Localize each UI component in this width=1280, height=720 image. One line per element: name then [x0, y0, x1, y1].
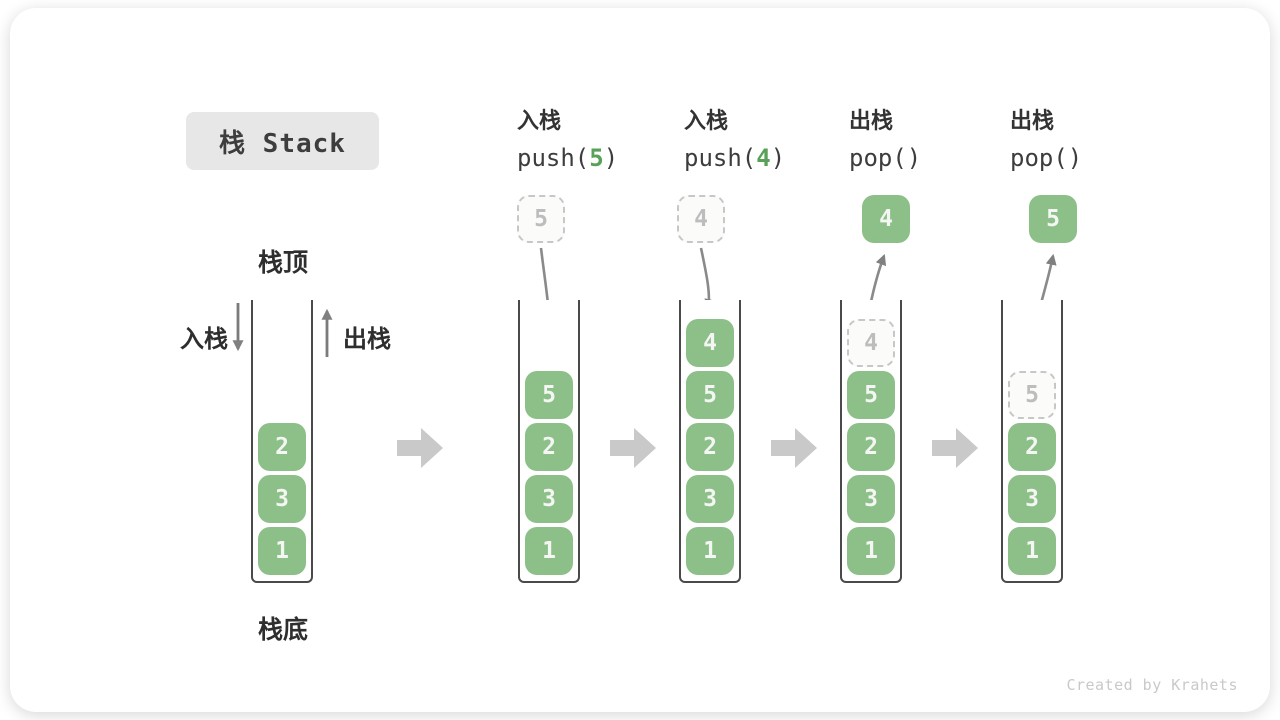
push-4-arrow-icon [699, 247, 716, 311]
op-name: 入栈 [684, 108, 729, 133]
stack-block: 1 [258, 527, 306, 575]
stack-block: 2 [1008, 423, 1056, 471]
push-side-label: 入栈 [180, 326, 228, 353]
incoming-value-box: 4 [677, 195, 725, 243]
stack-block: 3 [525, 475, 573, 523]
watermark: Created by Krahets [1066, 676, 1238, 694]
op-name: 出栈 [1010, 108, 1055, 133]
op-code: push(5) [517, 142, 618, 174]
stack-block: 1 [847, 527, 895, 575]
code-arg: 5 [589, 144, 604, 172]
stack-block: 1 [1008, 527, 1056, 575]
op-label-push-5: 入栈 push(5) [517, 106, 618, 174]
code-text: pop( [849, 144, 907, 172]
stack-block: 2 [525, 423, 573, 471]
stack-block: 3 [847, 475, 895, 523]
pop-side-label: 出栈 [343, 326, 391, 353]
stack-block: 3 [258, 475, 306, 523]
stack-block: 5 [686, 371, 734, 419]
stack-block: 2 [258, 423, 306, 471]
ghost-slot: 5 [1008, 371, 1056, 419]
stack-block: 2 [686, 423, 734, 471]
op-label-push-4: 入栈 push(4) [684, 106, 785, 174]
code-text: pop( [1010, 144, 1068, 172]
stack-block: 5 [525, 371, 573, 419]
code-text: push( [517, 144, 590, 172]
op-code: push(4) [684, 142, 785, 174]
popped-value-box: 5 [1029, 195, 1077, 243]
op-label-pop-1: 出栈 pop() [849, 106, 921, 174]
op-code: pop() [849, 142, 921, 174]
code-text: push( [684, 144, 757, 172]
code-text: ) [603, 144, 619, 172]
ghost-slot: 4 [847, 319, 895, 367]
code-text: ) [906, 144, 922, 172]
code-arg: 4 [756, 144, 771, 172]
popped-value-box: 4 [862, 195, 910, 243]
stack-block: 1 [525, 527, 573, 575]
flow-arrow-icon [610, 428, 656, 468]
stack-bottom-label: 栈底 [257, 616, 308, 644]
flow-arrow-icon [932, 428, 978, 468]
op-label-pop-2: 出栈 pop() [1010, 106, 1082, 174]
flow-arrow-icon [397, 428, 443, 468]
flow-arrow-icon [771, 428, 817, 468]
stack-block: 3 [686, 475, 734, 523]
stack-block: 5 [847, 371, 895, 419]
stack-block: 3 [1008, 475, 1056, 523]
op-code: pop() [1010, 142, 1082, 174]
page-title: 栈 Stack [219, 128, 346, 159]
op-name: 入栈 [517, 108, 562, 133]
stack-top-label: 栈顶 [257, 249, 308, 277]
code-text: ) [1067, 144, 1083, 172]
op-name: 出栈 [849, 108, 894, 133]
incoming-value-box: 5 [517, 195, 565, 243]
code-text: ) [770, 144, 786, 172]
stack-block: 2 [847, 423, 895, 471]
stack-block: 4 [686, 319, 734, 367]
title-badge: 栈 Stack [186, 112, 379, 170]
stack-block: 1 [686, 527, 734, 575]
